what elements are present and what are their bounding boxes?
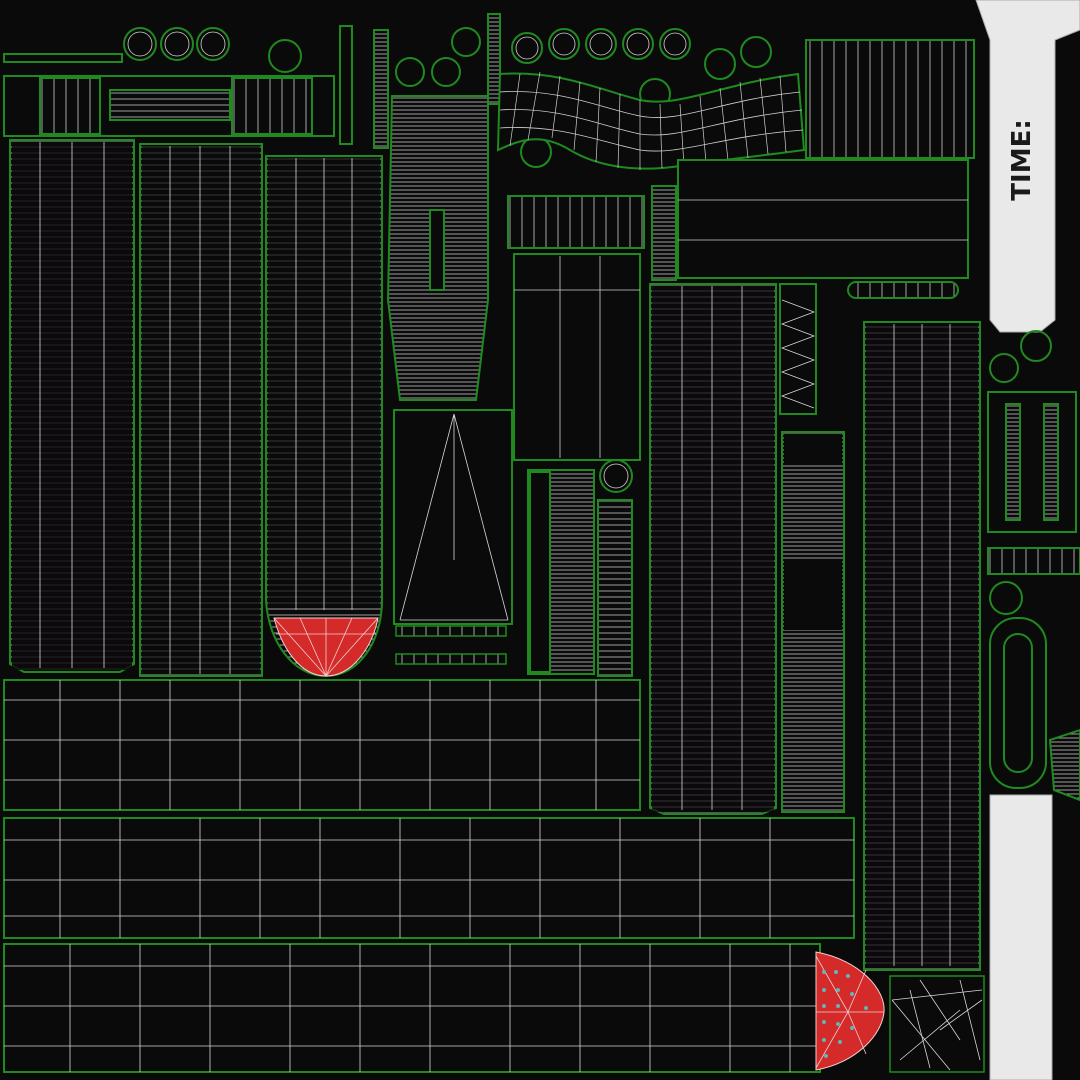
stair-overlay — [784, 560, 842, 630]
uv-circle — [160, 27, 194, 61]
column-overlay — [142, 146, 260, 674]
uv-circle-inner — [515, 36, 539, 60]
header-fill — [39, 77, 101, 135]
horizontal-band-3 — [3, 943, 885, 1073]
vertical-bar-island — [339, 25, 353, 145]
band-outline — [3, 679, 641, 811]
uv-circle — [989, 353, 1019, 383]
selected-face-wires — [815, 955, 884, 1069]
fan-island — [1048, 728, 1080, 802]
triangle-outline — [393, 409, 513, 625]
uv-circle — [123, 27, 157, 61]
uv-circle-inner — [552, 32, 576, 56]
column-wires — [39, 142, 105, 668]
selected-face-wires — [273, 617, 379, 677]
curved-ribbon-island — [496, 71, 806, 170]
fan-wires — [891, 979, 983, 1071]
column-slot — [429, 209, 445, 291]
circle-islands — [123, 27, 1052, 615]
block-island — [677, 159, 969, 279]
uv-circle-inner — [589, 32, 613, 56]
uv-circle-inner — [164, 31, 190, 57]
uv-circle — [585, 28, 617, 60]
column-island-3 — [265, 155, 383, 678]
triangle-wires — [399, 413, 509, 621]
ladder-island — [987, 547, 1080, 575]
ladder-island — [1005, 403, 1021, 521]
horizontal-band-1 — [3, 679, 641, 811]
label-strip-bottom — [989, 794, 1053, 1080]
column-wires — [295, 158, 353, 610]
ribbon-cross-wires — [509, 71, 787, 170]
vertical-bar-island — [373, 29, 389, 149]
column-wires — [893, 324, 951, 966]
triangle-ladder — [395, 653, 507, 665]
block-island — [597, 499, 633, 677]
thin-strip-island — [3, 53, 123, 63]
uv-circle — [511, 32, 543, 64]
band-wires — [4, 680, 640, 810]
band-outline — [3, 817, 855, 939]
uv-circle-inner — [200, 31, 226, 57]
uv-circle — [1020, 330, 1052, 362]
block-island — [987, 391, 1077, 533]
column-overlay — [652, 286, 774, 812]
circle-wires — [127, 31, 687, 489]
uv-circle — [740, 36, 772, 68]
band-outline — [3, 943, 821, 1073]
uv-circle-inner — [127, 31, 153, 57]
fan-cluster — [889, 975, 985, 1073]
uv-circle — [989, 581, 1023, 615]
band-wires — [4, 944, 820, 1072]
ring-inner — [1003, 633, 1033, 773]
column-island-4 — [386, 95, 489, 401]
column-island-1 — [9, 139, 135, 673]
center-islands — [507, 195, 645, 677]
column-wires — [169, 146, 231, 674]
header-center-island — [109, 89, 231, 121]
uv-circle — [395, 57, 425, 87]
horizontal-band-2 — [3, 817, 855, 939]
header-islands — [3, 13, 501, 149]
triangle-island — [393, 409, 513, 665]
uv-circle — [451, 27, 481, 57]
ladder-island — [1043, 403, 1059, 521]
column-island-2 — [139, 143, 263, 677]
top-right-islands — [651, 39, 975, 299]
uv-circle — [704, 48, 736, 80]
zigzag-islands — [779, 283, 845, 813]
uv-circle — [548, 28, 580, 60]
uv-circle — [659, 28, 691, 60]
ring-island — [989, 617, 1047, 789]
label-strip: TIME: — [975, 0, 1080, 1080]
ladder-island — [507, 195, 645, 249]
vertex-dots — [822, 970, 868, 1058]
right-edge-islands — [987, 391, 1080, 802]
column-island-5 — [649, 283, 777, 815]
capsule-island — [847, 281, 959, 299]
triangle-ladder — [395, 625, 507, 637]
uv-circle — [196, 27, 230, 61]
header-fill — [231, 77, 313, 135]
vertical-bar-island — [487, 13, 501, 105]
fan-outline — [889, 975, 985, 1073]
time-label: TIME: — [1007, 119, 1037, 200]
column-wires — [681, 286, 743, 810]
column-island-6 — [863, 321, 981, 971]
block-island — [805, 39, 975, 159]
ladder-island — [651, 185, 677, 281]
zigzag-wire — [780, 299, 816, 409]
stair-overlay — [784, 434, 842, 464]
block-island — [513, 253, 641, 461]
uv-circle-inner — [663, 32, 687, 56]
band-wires — [4, 818, 854, 938]
uv-circle — [268, 39, 302, 73]
label-strip-top — [975, 0, 1080, 333]
uv-circle-inner — [603, 463, 629, 489]
stair-overlay — [529, 471, 551, 673]
uv-circle — [431, 57, 461, 87]
uv-circle — [622, 28, 654, 60]
uv-circle-inner — [626, 32, 650, 56]
